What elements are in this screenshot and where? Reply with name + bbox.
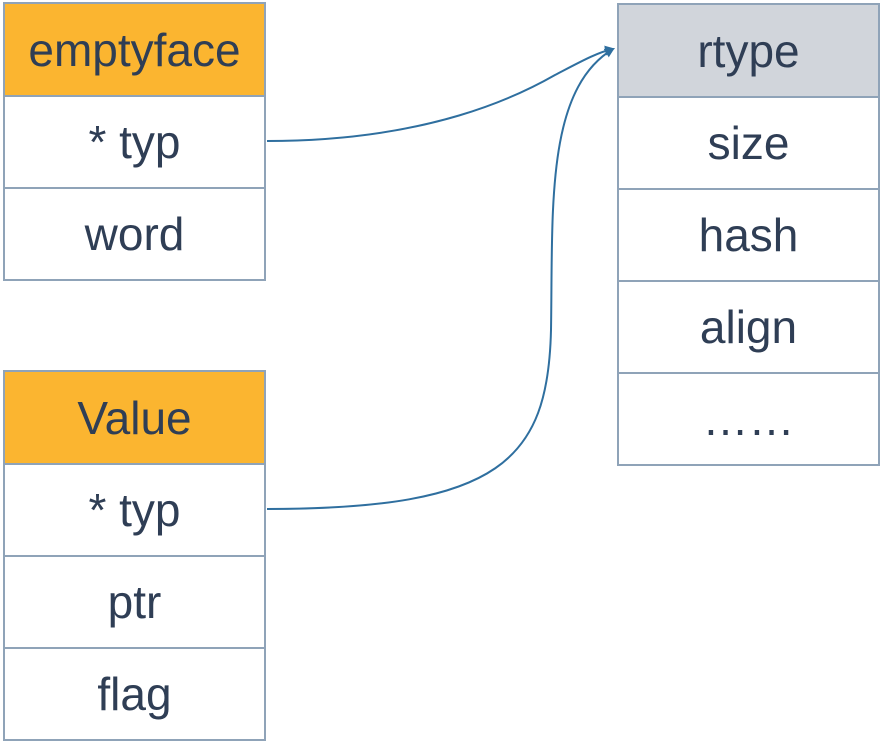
emptyface-field-typ: * typ — [5, 95, 264, 187]
value-field-ptr: ptr — [5, 555, 264, 647]
rtype-field-ellipsis: …… — [619, 372, 878, 464]
emptyface-header: emptyface — [5, 4, 264, 95]
rtype-field-size: size — [619, 96, 878, 188]
rtype-field-hash: hash — [619, 188, 878, 280]
value-struct: Value * typ ptr flag — [3, 370, 266, 741]
rtype-field-align: align — [619, 280, 878, 372]
emptyface-struct: emptyface * typ word — [3, 2, 266, 281]
value-field-typ: * typ — [5, 463, 264, 555]
arrow-emptyface-typ-to-rtype — [266, 45, 615, 142]
value-field-flag: flag — [5, 647, 264, 739]
value-header: Value — [5, 372, 264, 463]
arrow-value-typ-to-rtype — [266, 47, 615, 510]
emptyface-field-word: word — [5, 187, 264, 279]
rtype-header: rtype — [619, 5, 878, 96]
rtype-struct: rtype size hash align …… — [617, 3, 880, 466]
